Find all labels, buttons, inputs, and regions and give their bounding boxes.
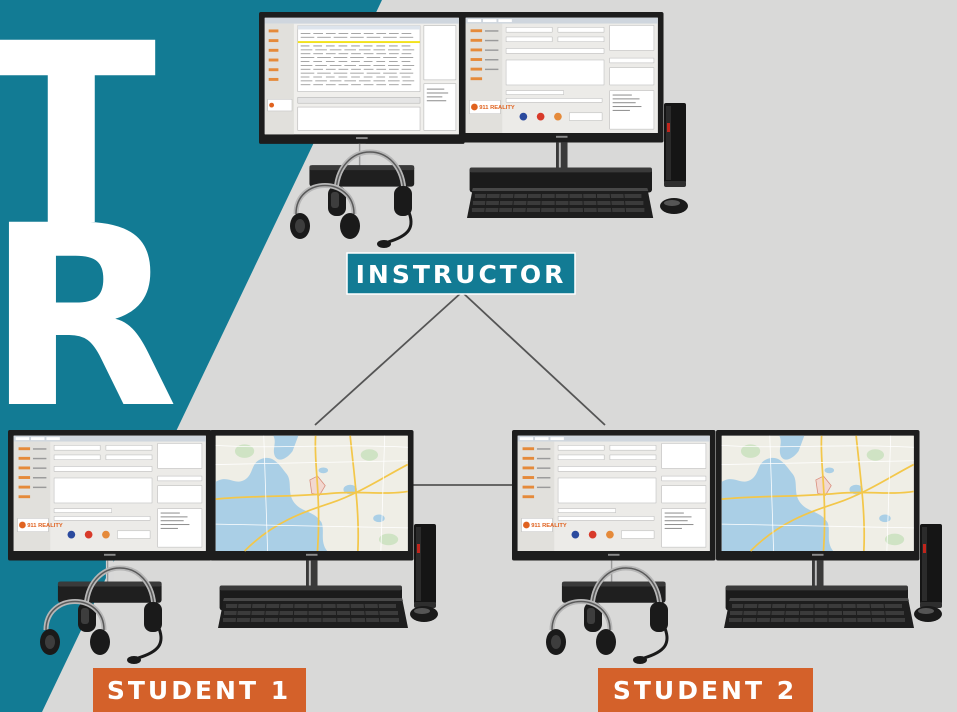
keyboard-icon [217,597,409,629]
connection-lines [314,291,606,486]
student-2-left-monitor [512,430,716,603]
student-1-label-bg [93,668,306,712]
instructor-label-bg [346,252,576,295]
student-2-label-text: STUDENT 2 [613,676,797,705]
mouse-icon [410,606,438,622]
instructor-label: INSTRUCTOR [346,252,576,295]
student-1-right-monitor [210,430,414,611]
link-instructor-student-2 [461,291,606,426]
mini-pc-icon [664,103,686,187]
instructor-workstation [259,12,688,248]
link-instructor-student-1 [314,291,463,426]
student-2-workstation [512,430,942,664]
mouse-icon [914,606,942,622]
keyboard-icon [723,597,915,629]
mini-pc-icon [414,524,436,608]
student-2-label-bg [598,668,813,712]
instructor-label-text: INSTRUCTOR [356,260,567,289]
mouse-icon [660,198,688,214]
instructor-right-monitor [460,12,664,193]
student-2-label: STUDENT 2 [598,668,813,712]
mini-pc-icon [920,524,942,608]
backdrop-letter-t: T [0,0,157,281]
student-1-label: STUDENT 1 [93,668,306,712]
student-1-label-text: STUDENT 1 [107,676,291,705]
keyboard-icon [466,187,654,219]
student-2-right-monitor [716,430,920,611]
backdrop-letter-r: R [0,172,179,463]
